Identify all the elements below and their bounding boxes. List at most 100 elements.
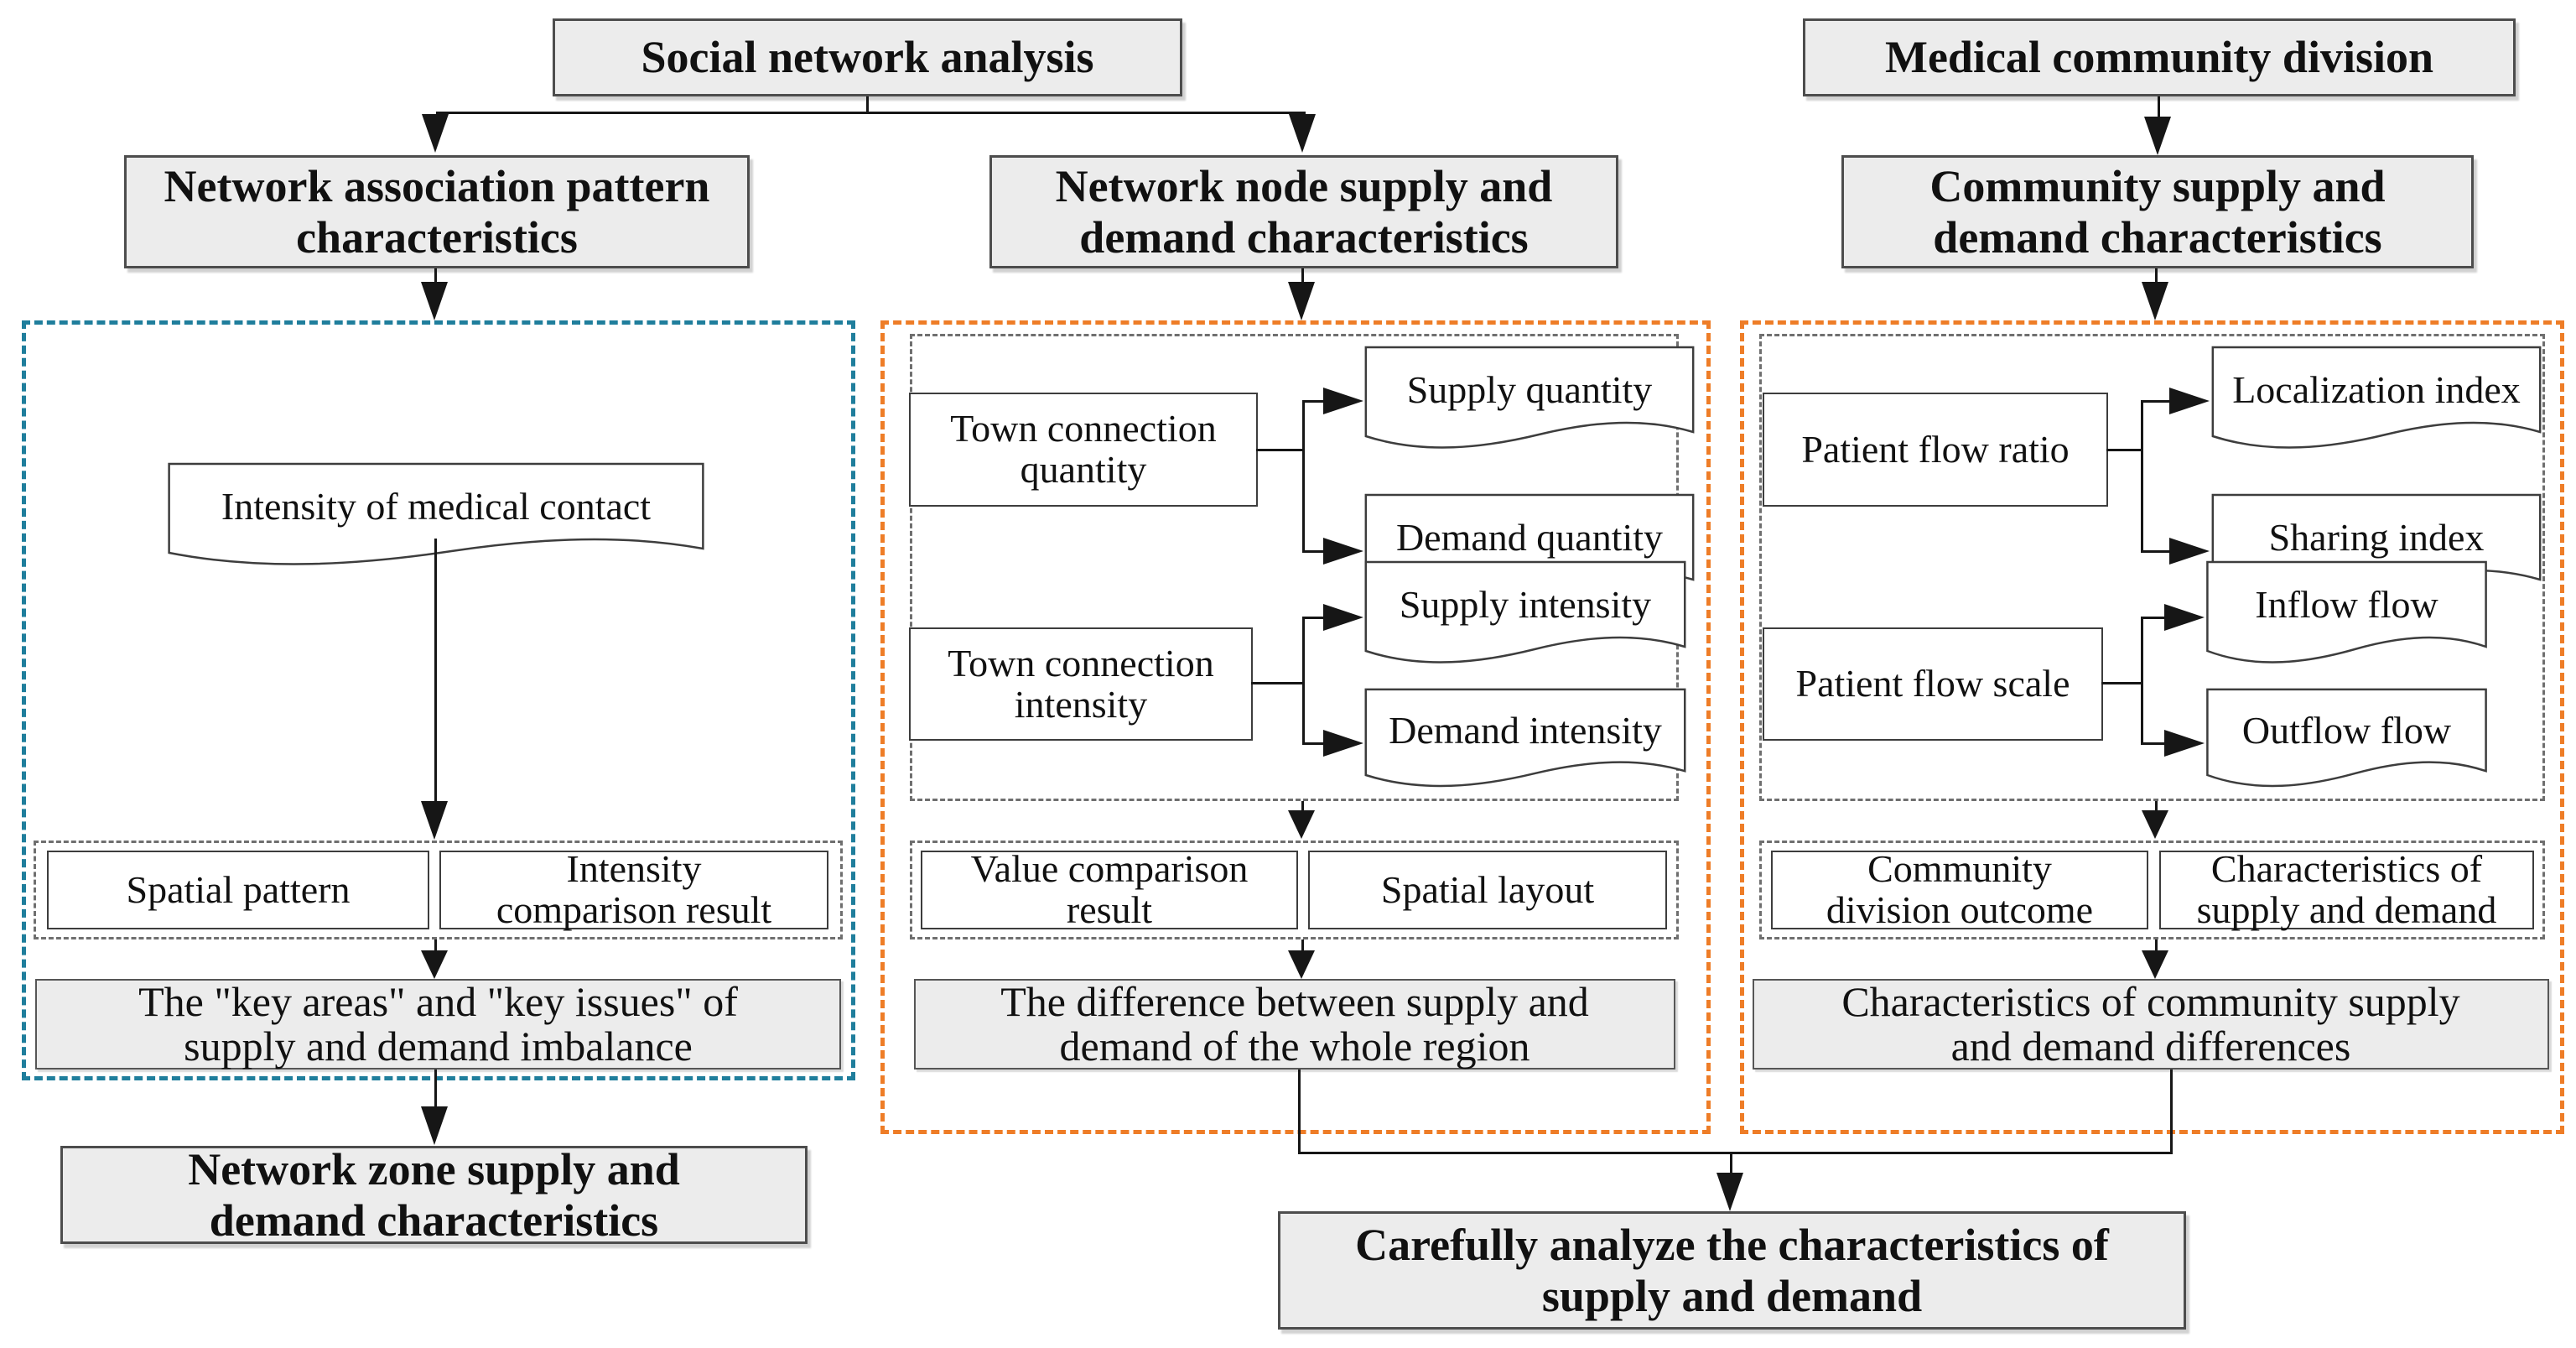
doc-label: Demand quantity xyxy=(1395,516,1664,559)
arrowhead-down xyxy=(421,950,448,979)
arrowhead-right xyxy=(2164,730,2205,757)
node-community-supply-demand-differences: Characteristics of community supply and … xyxy=(1753,979,2549,1070)
document-shape xyxy=(2205,688,2488,797)
connector-line xyxy=(1302,550,1324,553)
connector-line xyxy=(2170,1070,2173,1153)
connector-line xyxy=(1302,742,1324,745)
node-spatial-layout: Spatial layout xyxy=(1308,851,1667,929)
document-shape xyxy=(1363,346,1696,459)
doc-label: Demand intensity xyxy=(1389,708,1662,752)
doc-label: Inflow flow xyxy=(2255,583,2438,626)
node-characteristics-supply-demand: Characteristics of supply and demand xyxy=(2159,847,2534,931)
group-mid-results xyxy=(910,841,1679,939)
node-label: The difference between supply and demand… xyxy=(1000,977,1589,1070)
node-spatial-pattern: Spatial pattern xyxy=(47,851,429,929)
connector-line xyxy=(2155,268,2158,284)
group-left-results xyxy=(34,841,843,939)
document-shape xyxy=(1363,560,1687,674)
doc-demand-intensity: Demand intensity xyxy=(1363,688,1687,797)
arrowhead-right xyxy=(1323,538,1363,565)
panel-network-association xyxy=(22,320,855,1080)
connector-line xyxy=(2155,939,2158,953)
node-label: Network zone supply and demand character… xyxy=(188,1144,680,1246)
arrowhead-down xyxy=(2142,810,2168,839)
node-label: Medical community division xyxy=(1884,32,2433,83)
doc-label: Localization index xyxy=(2232,368,2521,411)
document-shape xyxy=(2205,560,2488,674)
arrowhead-down xyxy=(421,801,448,840)
arrowhead-down xyxy=(1288,810,1315,839)
node-label: Characteristics of supply and demand xyxy=(2196,847,2497,931)
arrowhead-down xyxy=(1289,114,1316,153)
node-patient-flow-ratio: Patient flow ratio xyxy=(1763,393,2108,507)
node-network-zone-supply-demand: Network zone supply and demand character… xyxy=(60,1144,808,1246)
node-label: Patient flow scale xyxy=(1795,662,2070,705)
arrowhead-right xyxy=(2169,538,2210,565)
node-key-areas-key-issues: The "key areas" and "key issues" of supp… xyxy=(35,979,841,1070)
node-network-association-pattern: Network association pattern characterist… xyxy=(124,155,750,268)
connector-line xyxy=(434,1070,437,1106)
connector-line xyxy=(2141,617,2143,745)
node-label: Spatial layout xyxy=(1380,867,1595,911)
arrowhead-down xyxy=(2144,117,2171,155)
node-label: Network node supply and demand character… xyxy=(1055,161,1553,263)
node-intensity-comparison-result: Intensity comparison result xyxy=(439,847,828,931)
node-label: Community supply and demand characterist… xyxy=(1929,161,2386,263)
connector-line xyxy=(1301,939,1304,953)
connector-line xyxy=(2155,801,2158,811)
connector-line xyxy=(434,539,437,803)
doc-supply-intensity: Supply intensity xyxy=(1363,560,1687,674)
doc-intensity-of-medical-contact: Intensity of medical contact xyxy=(165,462,707,575)
node-label: Community division outcome xyxy=(1826,847,2094,931)
arrowhead-down xyxy=(421,282,448,320)
document-shape xyxy=(1363,688,1687,797)
node-community-supply-demand: Community supply and demand characterist… xyxy=(1841,155,2474,268)
panel-community xyxy=(1740,320,2564,1134)
connector-line xyxy=(1302,401,1305,553)
doc-inflow-flow: Inflow flow xyxy=(2205,560,2488,674)
node-value-comparison-result: Value comparison result xyxy=(921,848,1298,930)
node-medical-community-division: Medical community division xyxy=(1803,18,2516,96)
connector-line xyxy=(2141,401,2143,553)
doc-label: Supply intensity xyxy=(1399,583,1652,626)
arrowhead-down xyxy=(422,114,449,153)
node-difference-whole-region: The difference between supply and demand… xyxy=(914,979,1675,1070)
connector-line xyxy=(1251,682,1303,684)
arrowhead-right xyxy=(1323,604,1363,631)
node-community-division-outcome: Community division outcome xyxy=(1771,847,2148,931)
arrowhead-right xyxy=(1323,730,1363,757)
connector-line xyxy=(2141,550,2171,553)
doc-supply-quantity: Supply quantity xyxy=(1363,346,1696,459)
connector-line xyxy=(1256,449,1305,451)
group-patient-flow-indicators xyxy=(1759,334,2545,801)
group-right-results xyxy=(1759,841,2545,939)
connector-line xyxy=(436,112,1306,114)
connector-line xyxy=(866,96,869,113)
arrowhead-down xyxy=(2142,950,2168,979)
connector-line xyxy=(2141,400,2171,403)
connector-line xyxy=(2101,682,2143,684)
node-social-network-analysis: Social network analysis xyxy=(553,18,1182,96)
arrowhead-down xyxy=(1288,282,1315,320)
node-label: Town connection intensity xyxy=(948,641,1214,726)
node-carefully-analyze: Carefully analyze the characteristics of… xyxy=(1278,1211,2186,1330)
connector-line xyxy=(1301,801,1304,811)
connector-line xyxy=(2106,449,2143,451)
node-label: Social network analysis xyxy=(641,32,1094,83)
node-label: Intensity comparison result xyxy=(496,847,772,931)
arrowhead-down xyxy=(1716,1173,1743,1211)
node-label: Characteristics of community supply and … xyxy=(1841,977,2460,1070)
arrowhead-down xyxy=(421,1106,448,1145)
arrowhead-down xyxy=(2142,282,2168,320)
node-label: Spatial pattern xyxy=(126,867,351,911)
connector-line xyxy=(2141,742,2166,745)
node-label: Town connection quantity xyxy=(950,407,1217,491)
document-shape xyxy=(165,462,707,575)
doc-label: Intensity of medical contact xyxy=(221,485,652,528)
document-shape xyxy=(2210,346,2542,459)
arrowhead-right xyxy=(2169,388,2210,414)
node-patient-flow-scale: Patient flow scale xyxy=(1763,627,2103,741)
node-label: Network association pattern characterist… xyxy=(164,161,710,263)
node-town-connection-quantity: Town connection quantity xyxy=(909,393,1258,507)
